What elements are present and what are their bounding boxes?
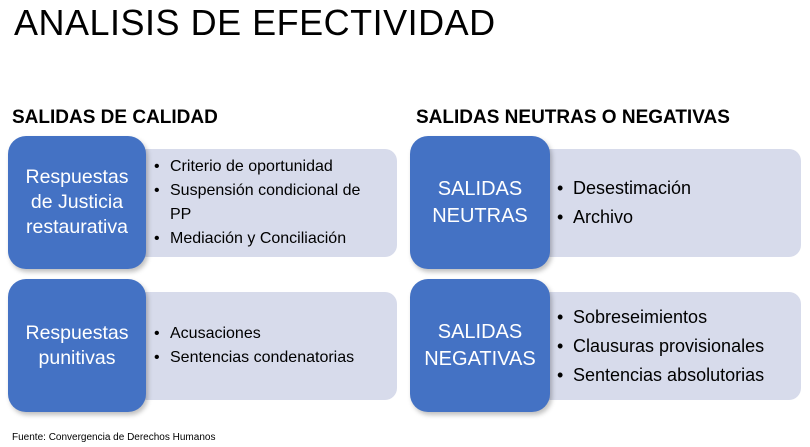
punitive-responses-block: Respuestas punitivas: [8, 279, 146, 412]
left-column-heading: SALIDAS DE CALIDAD: [12, 107, 218, 128]
list-item: Suspensión condicional de: [154, 179, 360, 203]
punitive-details-panel: Acusaciones Sentencias condenatorias: [135, 292, 397, 400]
restorative-details-panel: Criterio de oportunidad Suspensión condi…: [135, 149, 397, 257]
punitive-items-list: Acusaciones Sentencias condenatorias: [154, 322, 354, 370]
list-item: Clausuras provisionales: [557, 332, 764, 361]
block-label-line: SALIDAS: [437, 320, 523, 343]
block-label-line: NEUTRAS: [432, 204, 528, 227]
list-item: Criterio de oportunidad: [154, 155, 360, 179]
list-item: Desestimación: [557, 174, 691, 203]
restorative-justice-block: Respuestas de Justicia restaurativa: [8, 136, 146, 269]
negative-outputs-block: SALIDAS NEGATIVAS: [410, 279, 550, 412]
negative-details-panel: Sobreseimientos Clausuras provisionales …: [537, 292, 801, 400]
block-label-line: NEGATIVAS: [424, 347, 536, 370]
list-item: Sentencias condenatorias: [154, 346, 354, 370]
list-item: Sobreseimientos: [557, 303, 764, 332]
block-label-line: punitivas: [38, 346, 116, 369]
block-label-line: Respuestas: [25, 166, 129, 188]
neutral-details-panel: Desestimación Archivo: [537, 149, 801, 257]
block-label-line: SALIDAS: [437, 177, 523, 200]
page-title: ANALISIS DE EFECTIVIDAD: [14, 2, 496, 43]
block-label-line: de Justicia: [30, 191, 124, 213]
list-item: Archivo: [557, 203, 691, 232]
block-label-line: restaurativa: [26, 216, 128, 238]
negative-items-list: Sobreseimientos Clausuras provisionales …: [557, 303, 764, 390]
list-item: Acusaciones: [154, 322, 354, 346]
list-item: Sentencias absolutorias: [557, 361, 764, 390]
source-note: Fuente: Convergencia de Derechos Humanos: [12, 432, 216, 443]
list-item: Mediación y Conciliación: [154, 227, 360, 251]
block-label-line: Respuestas: [25, 321, 129, 344]
list-item-continuation: PP: [170, 206, 192, 223]
right-column-heading: SALIDAS NEUTRAS O NEGATIVAS: [416, 107, 730, 128]
neutral-items-list: Desestimación Archivo: [557, 174, 691, 232]
restorative-items-list: Criterio de oportunidad Suspensión condi…: [154, 155, 360, 251]
neutral-outputs-block: SALIDAS NEUTRAS: [410, 136, 550, 269]
